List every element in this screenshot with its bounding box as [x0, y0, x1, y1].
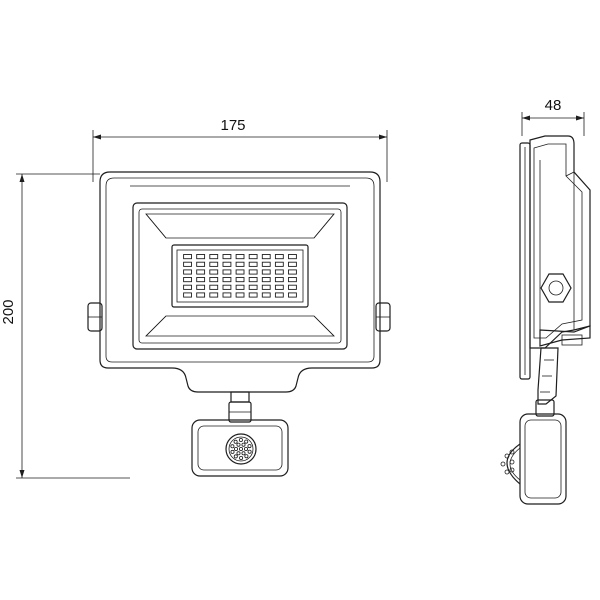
pir-facet [238, 437, 243, 442]
led-chip [209, 261, 219, 267]
led-chip [274, 261, 284, 267]
pir-facet [247, 449, 252, 454]
pir-facet [230, 449, 235, 454]
pir-lens [230, 437, 252, 460]
led-chip [209, 277, 219, 283]
sensor-stem [535, 347, 559, 417]
led-chip [209, 284, 219, 290]
led-chip [222, 261, 232, 267]
side-pir-facet [509, 449, 515, 455]
height-label: 200 [0, 299, 17, 324]
led-chip [274, 269, 284, 275]
led-chip [222, 284, 232, 290]
side-pir-facet [500, 461, 506, 467]
led-chip [183, 284, 192, 290]
pir-facet [233, 454, 238, 459]
led-chip [196, 292, 206, 298]
led-chip [261, 284, 271, 290]
led-chip [209, 254, 219, 260]
bracket-nut [540, 273, 572, 303]
front-glass [132, 202, 348, 350]
led-chip [222, 292, 232, 298]
pir-facet [239, 455, 244, 460]
led-chip [235, 269, 245, 275]
led-chip [288, 284, 297, 290]
depth-dimension: 48 [521, 97, 585, 136]
motion-sensor [191, 391, 289, 477]
led-chip [235, 277, 245, 283]
pir-facet [243, 446, 248, 451]
pir-facet [233, 446, 238, 451]
led-chip [288, 277, 297, 283]
led-chip [196, 261, 206, 267]
led-panel [171, 244, 309, 308]
led-chip [248, 284, 258, 290]
width-dimension: 175 [92, 117, 388, 182]
led-chip [196, 277, 206, 283]
led-chip [288, 269, 297, 275]
led-grid [183, 254, 297, 298]
pir-facet [244, 439, 249, 444]
pir-facet [230, 444, 235, 449]
led-chip [183, 254, 192, 260]
led-chip [274, 277, 284, 283]
led-chip [183, 261, 192, 267]
height-dimension: 200 [0, 173, 130, 479]
led-chip [222, 269, 232, 275]
led-chip [209, 292, 219, 298]
led-chip [183, 269, 192, 275]
led-chip [183, 277, 192, 283]
pir-facet [238, 446, 243, 451]
led-chip [261, 261, 271, 267]
led-chip [261, 277, 271, 283]
side-view: 48 [500, 97, 591, 505]
led-chip [274, 254, 284, 260]
led-chip [248, 269, 258, 275]
led-chip [183, 292, 192, 298]
pir-facet [241, 442, 246, 447]
side-sensor [500, 413, 567, 505]
width-label: 175 [220, 117, 245, 134]
pir-facet [236, 442, 241, 447]
led-chip [196, 269, 206, 275]
led-chip [261, 292, 271, 298]
bracket-ears [87, 302, 391, 332]
side-pir-facet [509, 467, 515, 473]
pir-facet [241, 451, 246, 456]
led-chip [222, 254, 232, 260]
led-chip [261, 269, 271, 275]
led-chip [248, 292, 258, 298]
housing-outline [99, 171, 381, 393]
pir-facet [247, 444, 252, 449]
pir-facet [233, 439, 238, 444]
depth-label: 48 [545, 97, 562, 114]
led-chip [235, 254, 245, 260]
led-chip [222, 277, 232, 283]
led-chip [288, 261, 297, 267]
led-chip [196, 254, 206, 260]
led-chip [248, 277, 258, 283]
led-chip [274, 292, 284, 298]
led-chip [235, 261, 245, 267]
side-pir-facet [504, 469, 510, 475]
led-chip [209, 269, 219, 275]
led-chip [261, 254, 271, 260]
pir-facet [236, 451, 241, 456]
front-view: 175 200 [0, 117, 391, 479]
side-pir-facet [504, 453, 510, 459]
led-chip [288, 254, 297, 260]
side-pir-facet [509, 459, 515, 465]
led-chip [288, 292, 297, 298]
led-chip [235, 284, 245, 290]
led-chip [248, 261, 258, 267]
led-chip [248, 254, 258, 260]
led-chip [274, 284, 284, 290]
led-chip [196, 284, 206, 290]
pir-facet [244, 454, 249, 459]
led-chip [235, 292, 245, 298]
